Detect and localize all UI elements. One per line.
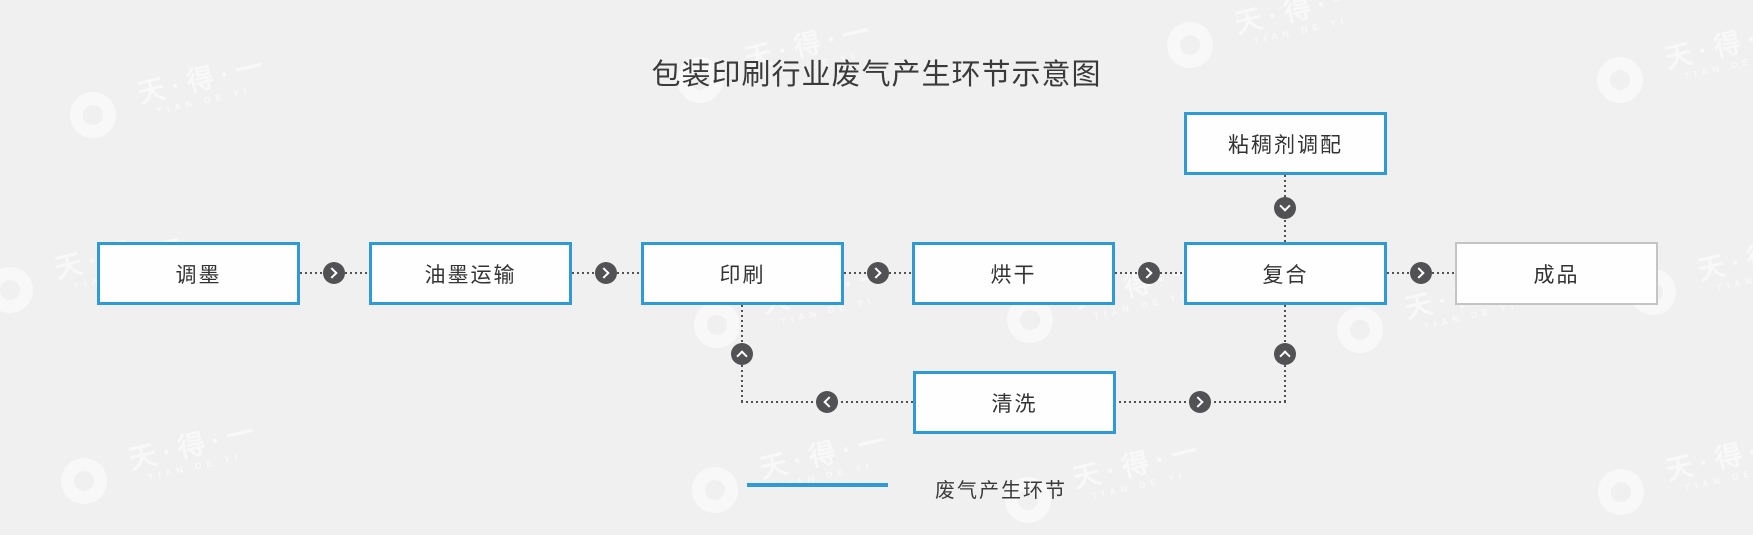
node-laminating: 复合: [1184, 242, 1387, 305]
watermark-logo-ring-icon: [687, 462, 743, 518]
watermark-subtext: TIAN DE YI: [1715, 262, 1753, 294]
arrow-right-icon: [323, 262, 345, 284]
node-label: 烘干: [990, 263, 1037, 287]
node-label: 复合: [1262, 263, 1309, 287]
watermark-logo-ring-icon: [1332, 302, 1388, 358]
node-ink-mixing: 调墨: [97, 242, 300, 305]
legend-label: 废气产生环节: [935, 480, 1067, 502]
node-label: 油墨运输: [424, 263, 517, 287]
node-ink-transport: 油墨运输: [369, 242, 572, 305]
arrow-down-icon: [1274, 197, 1296, 219]
arrow-up-icon: [731, 343, 753, 365]
node-finished-product: 成品: [1455, 242, 1658, 305]
chevron-right: [1141, 267, 1153, 279]
node-printing: 印刷: [641, 242, 844, 305]
arrow-right-icon: [1410, 262, 1432, 284]
node-label: 印刷: [719, 263, 766, 287]
node-drying: 烘干: [912, 242, 1115, 305]
chevron-right: [326, 267, 338, 279]
chevron-right: [598, 267, 610, 279]
watermark-text: 天·得·一: [1232, 0, 1370, 39]
watermark-subtext: TIAN DE YI: [1683, 462, 1753, 494]
arrow-up-icon: [1274, 343, 1296, 365]
watermark-logo-ring-icon: [1593, 464, 1649, 520]
watermark-text: 天·得·一: [126, 415, 264, 475]
watermark-subtext: TIAN DE YI: [1252, 14, 1350, 47]
legend-waste-gas-swatch: [747, 483, 888, 487]
watermark-logo-ring-icon: [65, 87, 121, 143]
node-label: 清洗: [991, 392, 1038, 416]
node-label: 粘稠剂调配: [1228, 133, 1343, 157]
node-label: 成品: [1533, 263, 1580, 287]
arrow-right-icon: [595, 262, 617, 284]
diagram-title: 包装印刷行业废气产生环节示意图: [651, 59, 1102, 91]
watermark-logo-ring-icon: [0, 262, 38, 318]
watermark-text: 天·得·一: [1663, 426, 1753, 486]
node-cleaning: 清洗: [913, 371, 1116, 434]
chevron-right: [1192, 396, 1204, 408]
watermark-subtext: TIAN DE YI: [146, 450, 244, 483]
chevron-up: [736, 350, 748, 362]
watermark-subtext: TIAN DE YI: [1090, 469, 1188, 502]
arrow-right-icon: [1189, 391, 1211, 413]
node-thickener-preparation: 粘稠剂调配: [1184, 112, 1387, 175]
arrow-left-icon: [816, 391, 838, 413]
arrow-right-icon: [1138, 262, 1160, 284]
chevron-right: [1413, 267, 1425, 279]
watermark-text: 天·得·一: [1070, 434, 1208, 494]
chevron-up: [1279, 350, 1291, 362]
watermark-logo-ring-icon: [56, 453, 112, 509]
watermark-text: 天·得·一: [757, 424, 895, 484]
arrow-right-icon: [867, 262, 889, 284]
watermark-text: 天·得·一: [1695, 226, 1753, 286]
node-label: 调墨: [175, 263, 222, 287]
chevron-down: [1279, 200, 1291, 212]
chevron-right: [870, 267, 882, 279]
chevron-left: [823, 396, 835, 408]
